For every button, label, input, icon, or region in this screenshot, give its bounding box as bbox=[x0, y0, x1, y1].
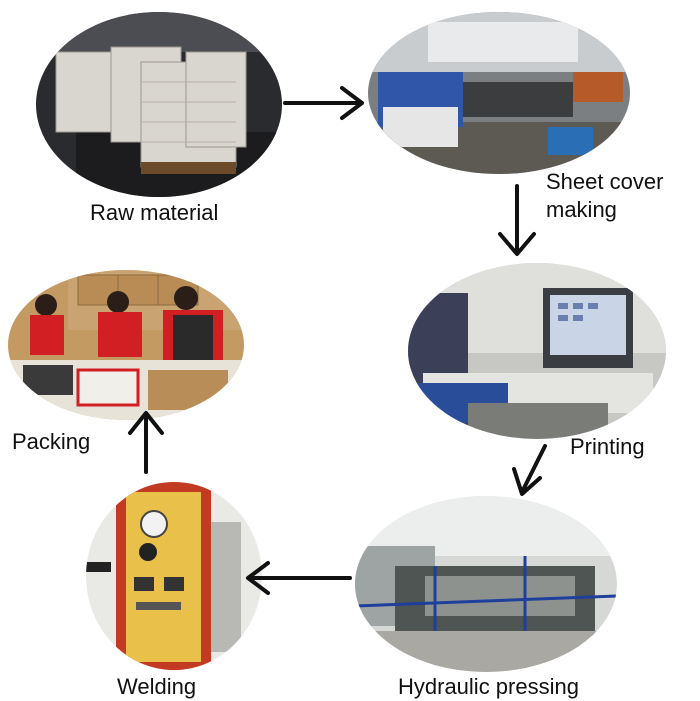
step-label-sheet-cover-making: Sheet cover making bbox=[546, 169, 664, 222]
arrow-sheet-to-printing bbox=[498, 184, 536, 256]
sheet-cover-making-photo bbox=[368, 12, 630, 174]
arrow-welding-to-packing bbox=[128, 411, 164, 474]
step-label-raw-material: Raw material bbox=[90, 200, 219, 225]
welding-photo bbox=[86, 482, 262, 670]
arrow-printing-to-pressing bbox=[512, 444, 547, 496]
arrow-raw-to-sheet bbox=[283, 86, 364, 120]
packing-photo bbox=[8, 270, 244, 420]
step-label-hydraulic-pressing: Hydraulic pressing bbox=[398, 674, 579, 699]
printing-photo bbox=[408, 263, 666, 439]
raw-material-photo bbox=[36, 12, 282, 197]
step-label-packing: Packing bbox=[12, 429, 91, 454]
arrow-pressing-to-welding bbox=[246, 561, 352, 595]
step-label-welding: Welding bbox=[117, 674, 197, 699]
step-label-printing: Printing bbox=[570, 434, 645, 459]
hydraulic-pressing-photo bbox=[355, 496, 617, 672]
